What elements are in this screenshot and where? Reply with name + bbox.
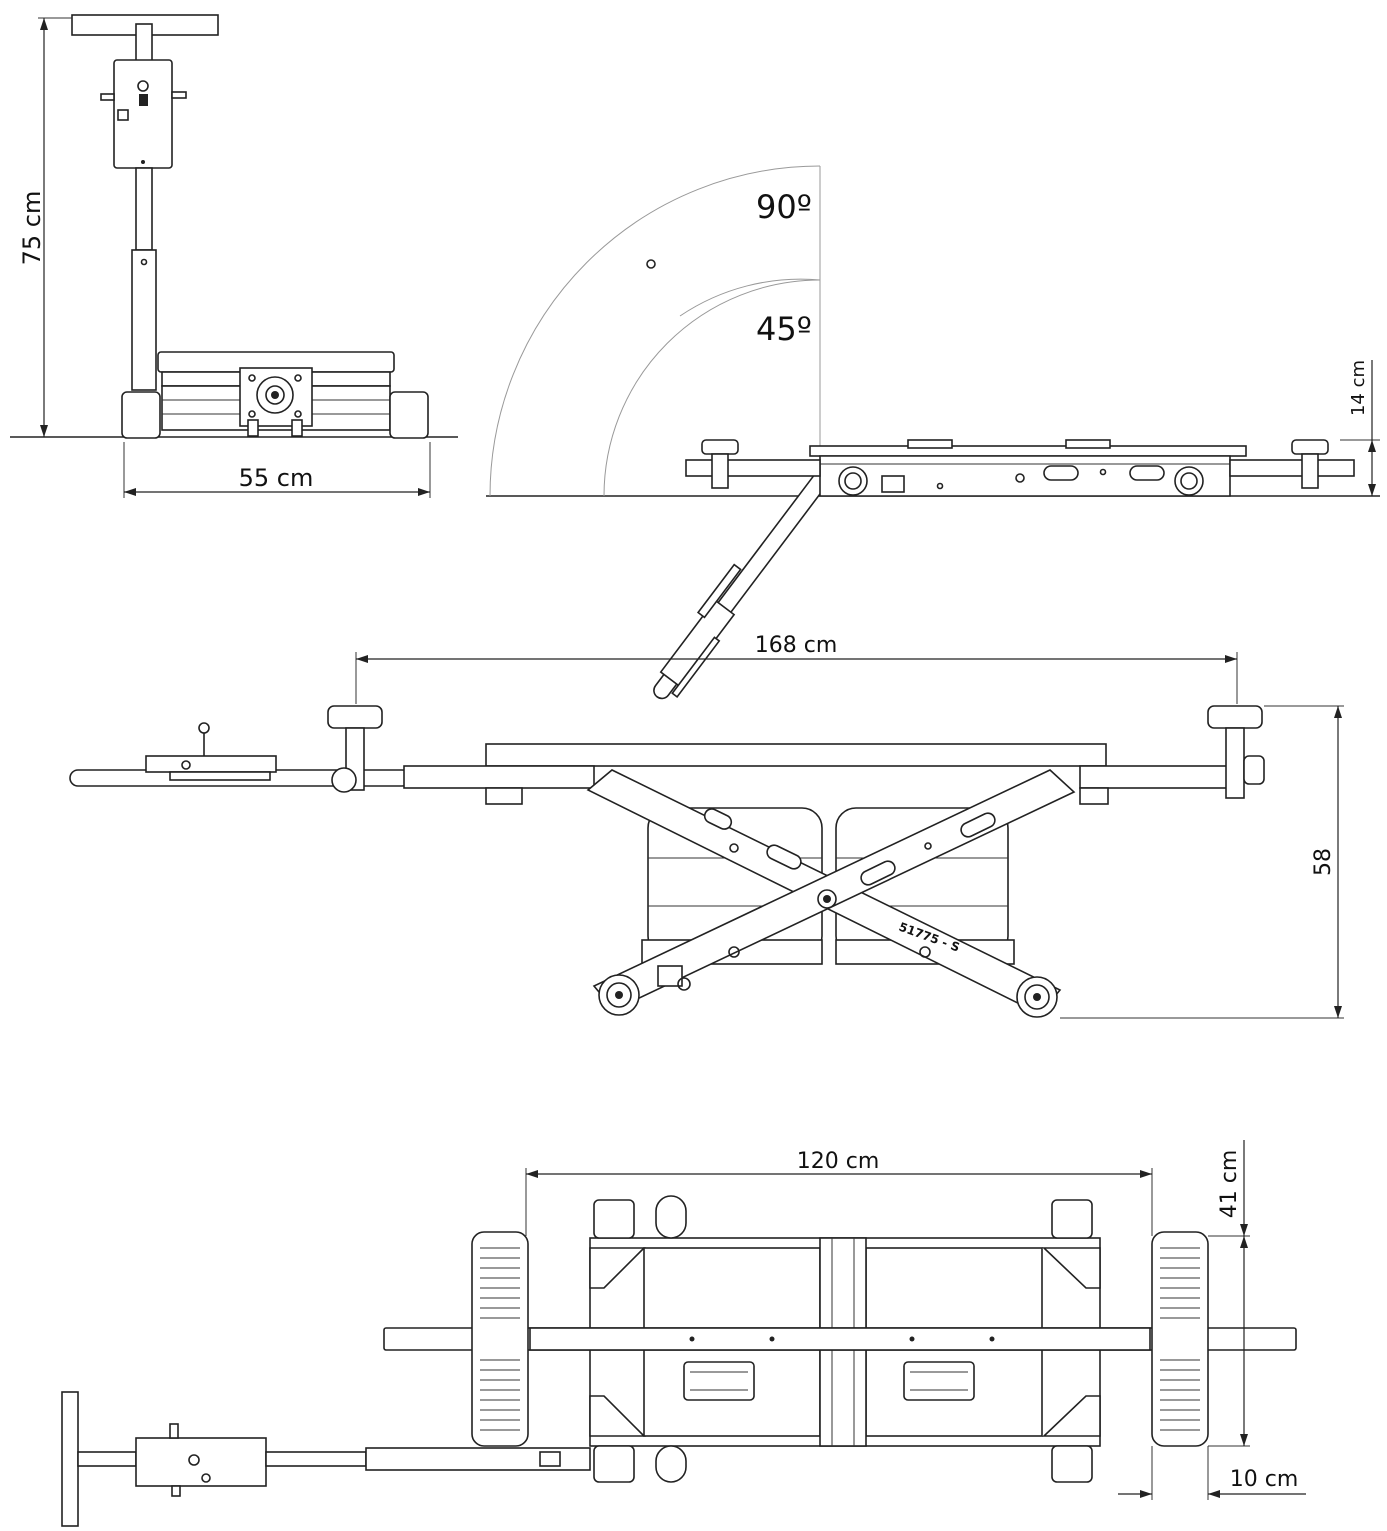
raised-view: 168 cm [69,633,1344,1019]
side-view: 90º 45º [486,165,1380,700]
wheel-width-label: 10 cm [1230,1467,1299,1492]
front-height-label: 75 cm [18,191,46,266]
side-height-label: 14 cm [1348,360,1369,416]
front-view: 75 cm 55 cm [10,14,458,498]
top-width-label: 41 cm [1217,1150,1242,1219]
raised-length-label: 168 cm [755,633,838,658]
top-view: 120 cm [61,1140,1306,1527]
front-width-label: 55 cm [239,464,314,492]
angle-45-label: 45º [756,310,812,348]
top-length-label: 120 cm [797,1149,880,1174]
raised-height-label: 58 [1311,848,1336,876]
angle-90-label: 90º [756,188,812,226]
